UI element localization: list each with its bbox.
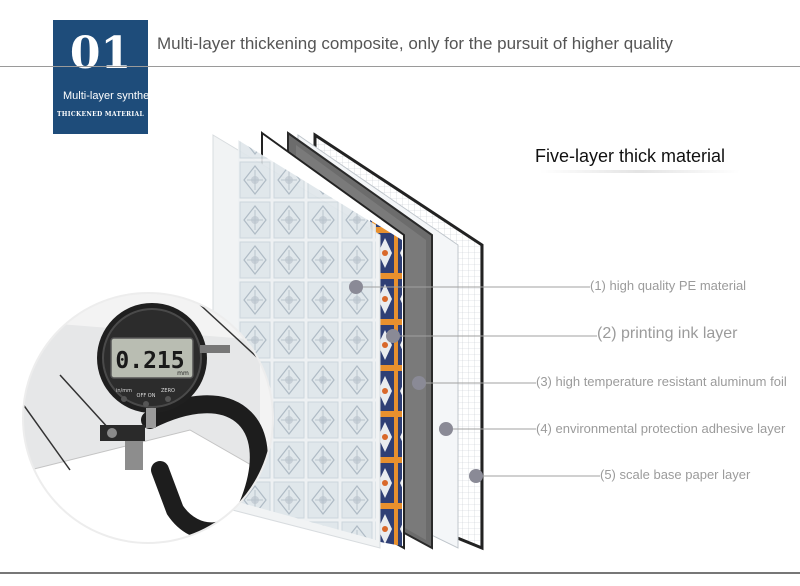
gauge-button-onoff: OFF ON xyxy=(137,393,156,399)
marker-layer-1 xyxy=(349,280,363,294)
section-badge: 01 Multi-layer synthe THICKENED MATERIAL xyxy=(53,20,148,134)
badge-small-text: THICKENED MATERIAL xyxy=(57,111,144,118)
layer-label-adhesive: (4) environmental protection adhesive la… xyxy=(536,421,786,436)
header-divider xyxy=(0,66,800,67)
gauge-button-inmm: in/mm xyxy=(116,388,132,394)
layer-label-foil: (3) high temperature resistant aluminum … xyxy=(536,374,787,389)
layer-markers xyxy=(349,280,483,483)
badge-number: 01 xyxy=(69,28,132,79)
section-title: Five-layer thick material xyxy=(535,146,726,166)
thickness-gauge-photo: 0.215 mm in/mm OFF ON ZERO xyxy=(22,292,274,544)
callout-lines xyxy=(356,286,600,477)
gauge-button-zero: ZERO xyxy=(161,388,175,394)
footer-divider xyxy=(0,572,800,574)
layer-label-paper: (5) scale base paper layer xyxy=(600,467,751,482)
marker-layer-5 xyxy=(469,469,483,483)
layer-label-pe: (1) high quality PE material xyxy=(590,278,747,293)
marker-layer-2 xyxy=(386,329,400,343)
layer-label-ink: (2) printing ink layer xyxy=(597,325,738,342)
marker-layer-3 xyxy=(412,376,426,390)
gauge-unit: mm xyxy=(177,370,189,377)
title-reflection xyxy=(540,170,740,173)
badge-subtitle: Multi-layer synthe xyxy=(63,90,148,102)
marker-layer-4 xyxy=(439,422,453,436)
gauge-reading: 0.215 xyxy=(115,348,184,374)
header-title: Multi-layer thickening composite, only f… xyxy=(157,34,673,53)
